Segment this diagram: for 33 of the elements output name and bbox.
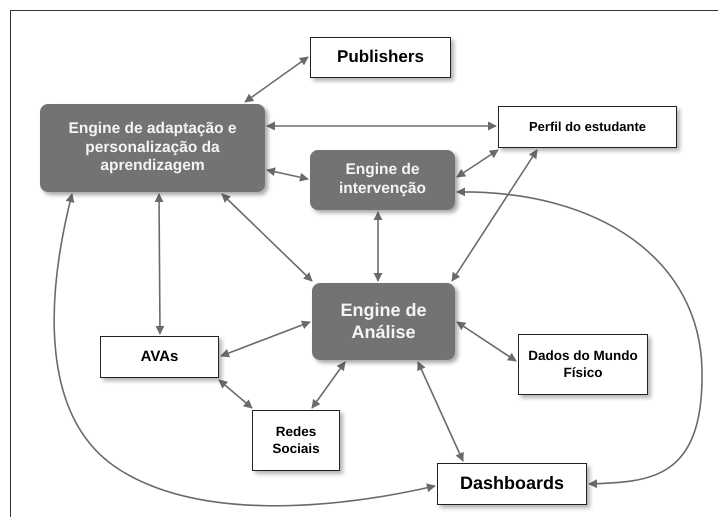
double-arrow [374, 211, 382, 282]
node-label: Engine de intervenção [338, 161, 427, 199]
node-label: Dados do Mundo Físico [527, 348, 639, 381]
node-label: Engine de adaptação e personalização da aprendizagem [68, 120, 238, 176]
entity-box [498, 106, 677, 148]
double-arrow [456, 188, 703, 488]
double-arrow [456, 149, 499, 178]
double-arrow [266, 122, 497, 130]
double-arrow [417, 361, 464, 462]
double-arrow [154, 193, 164, 335]
engine-box [312, 283, 455, 360]
double-arrow [451, 149, 538, 282]
double-arrow [244, 56, 309, 103]
entity-box [100, 336, 219, 378]
double-arrow [311, 361, 346, 409]
node-label: Dashboards [460, 473, 564, 495]
entity-box [437, 463, 587, 505]
entity-box [518, 334, 648, 395]
double-arrow [221, 193, 313, 282]
double-arrow [218, 379, 253, 409]
double-arrow [54, 193, 436, 506]
engine-box [40, 104, 265, 192]
double-arrow [456, 321, 517, 362]
double-arrow [266, 167, 309, 182]
node-label: Redes Sociais [271, 424, 321, 457]
engine-box [310, 150, 455, 210]
entity-box [252, 410, 340, 471]
node-label: Engine de Análise [339, 300, 428, 344]
node-label: Publishers [337, 47, 424, 68]
node-label: Perfil do estudante [528, 119, 646, 135]
node-label: AVAs [140, 348, 178, 366]
double-arrow [220, 320, 311, 358]
entity-box [310, 37, 451, 78]
